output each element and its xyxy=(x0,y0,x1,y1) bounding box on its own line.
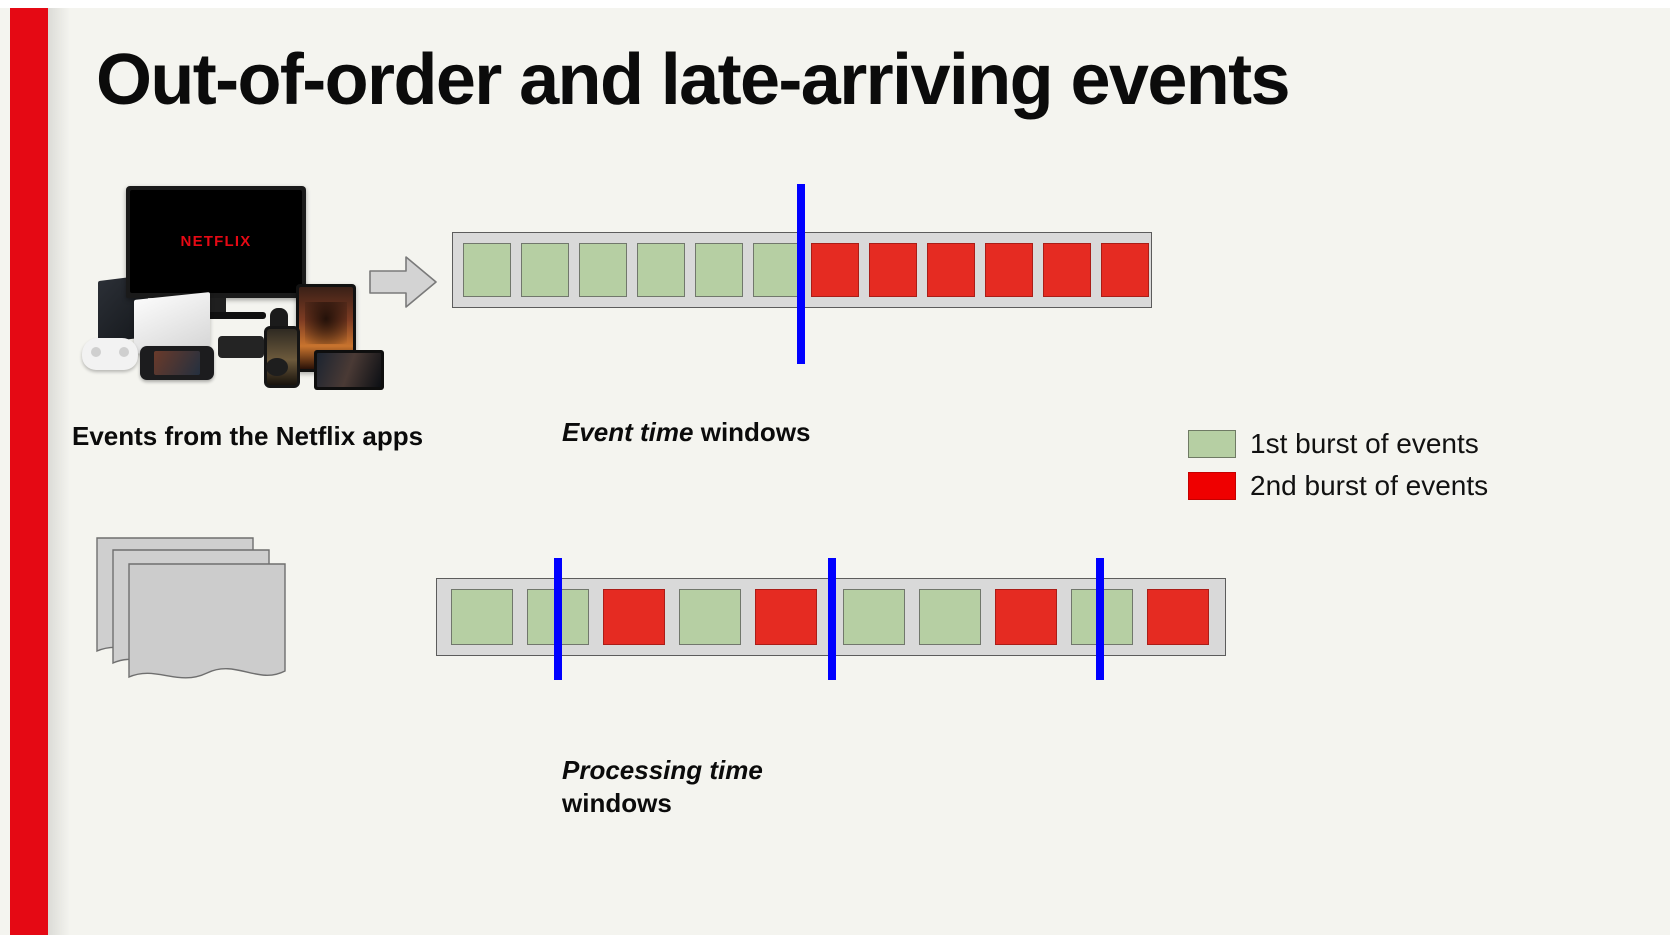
proc-cell-4[interactable] xyxy=(679,589,741,645)
processing-window-boundary-2 xyxy=(828,558,836,680)
handheld-console-icon xyxy=(140,346,214,380)
event-cell-8[interactable] xyxy=(869,243,917,297)
event-cell-2[interactable] xyxy=(521,243,569,297)
laptop-device-icon xyxy=(314,350,384,390)
event-cell-12[interactable] xyxy=(1101,243,1149,297)
event-time-caption-emphasis: Event time xyxy=(562,417,694,447)
processing-time-caption: Processing time windows xyxy=(562,754,862,821)
proc-cell-6[interactable] xyxy=(843,589,905,645)
event-cell-5[interactable] xyxy=(695,243,743,297)
pipeline-sheet-front xyxy=(128,563,286,679)
processing-window-boundary-1 xyxy=(554,558,562,680)
proc-cell-1[interactable] xyxy=(451,589,513,645)
legend-item-1st-burst: 1st burst of events xyxy=(1188,428,1488,460)
game-controller-icon xyxy=(82,338,138,370)
tablet-device-icon xyxy=(296,284,356,372)
event-window-boundary-1 xyxy=(797,184,805,364)
event-cell-7[interactable] xyxy=(811,243,859,297)
processing-window-boundary-3 xyxy=(1096,558,1104,680)
processing-time-caption-emphasis: Processing time xyxy=(562,755,763,785)
processing-time-caption-rest: windows xyxy=(562,788,672,819)
set-top-box-icon xyxy=(218,336,264,358)
ingestion-pipeline-shape: Ingestion pipeline xyxy=(96,537,306,697)
event-cell-6[interactable] xyxy=(753,243,801,297)
television-icon: NETFLIX xyxy=(126,186,306,298)
right-arrow-icon xyxy=(369,256,437,308)
slide-gutter-top xyxy=(0,0,1680,8)
event-cell-1[interactable] xyxy=(463,243,511,297)
legend-label-1st-burst: 1st burst of events xyxy=(1250,428,1479,459)
tv-stand-foot xyxy=(164,312,266,319)
event-cell-10[interactable] xyxy=(985,243,1033,297)
legend-swatch-green xyxy=(1188,430,1236,458)
proc-cell-5[interactable] xyxy=(755,589,817,645)
proc-cell-3[interactable] xyxy=(603,589,665,645)
legend-item-2nd-burst: 2nd burst of events xyxy=(1188,470,1488,502)
netflix-devices-image: NETFLIX xyxy=(78,186,384,390)
devices-caption: Events from the Netflix apps xyxy=(72,421,424,451)
brand-accent-bar xyxy=(10,8,48,935)
slide-gutter-bottom xyxy=(0,935,1680,945)
event-cell-4[interactable] xyxy=(637,243,685,297)
proc-cell-8[interactable] xyxy=(995,589,1057,645)
laptop-poster-art xyxy=(317,353,381,387)
netflix-logo: NETFLIX xyxy=(180,233,252,250)
phone-poster-art xyxy=(267,329,297,385)
page-title: Out-of-order and late-arriving events xyxy=(96,40,1291,120)
legend-swatch-red xyxy=(1188,472,1236,500)
proc-cell-7[interactable] xyxy=(919,589,981,645)
event-cell-9[interactable] xyxy=(927,243,975,297)
legend: 1st burst of events 2nd burst of events xyxy=(1188,428,1488,512)
handheld-screen xyxy=(154,351,200,375)
event-time-caption: Event time windows xyxy=(562,416,811,449)
smartphone-device-icon xyxy=(264,326,300,388)
event-cell-3[interactable] xyxy=(579,243,627,297)
tv-screen: NETFLIX xyxy=(130,190,302,293)
event-time-caption-rest: windows xyxy=(693,417,811,447)
brand-bar-shadow xyxy=(48,8,70,935)
game-console-light-icon xyxy=(134,292,210,354)
earbud-icon xyxy=(266,358,288,376)
proc-cell-10[interactable] xyxy=(1147,589,1209,645)
event-cell-11[interactable] xyxy=(1043,243,1091,297)
slide-gutter-right xyxy=(1670,0,1680,945)
legend-label-2nd-burst: 2nd burst of events xyxy=(1250,470,1489,501)
